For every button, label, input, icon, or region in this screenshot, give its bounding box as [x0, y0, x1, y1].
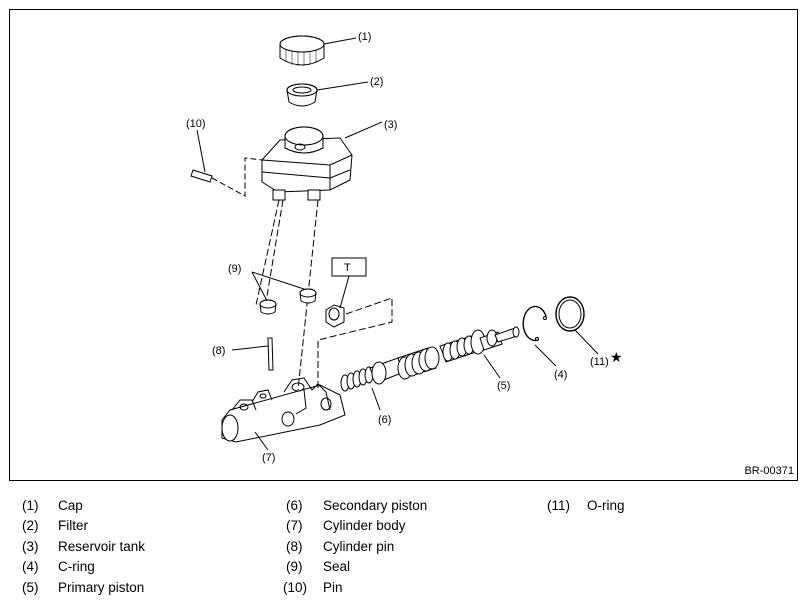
callout-5: (5) [497, 380, 510, 392]
legend-label: Secondary piston [323, 498, 428, 513]
legend-number: (4) [22, 559, 39, 574]
figure-code: BR-00371 [744, 465, 794, 477]
legend-label: Reservoir tank [58, 539, 146, 554]
legend-number: (9) [286, 559, 303, 574]
callout-3: (3) [384, 119, 397, 131]
callout-6: (6) [378, 414, 391, 426]
cap-part [279, 35, 325, 66]
o-ring-part [555, 296, 585, 332]
legend-label: O-ring [587, 498, 625, 513]
legend-label: Cylinder pin [323, 539, 395, 554]
legend-number: (5) [22, 580, 39, 595]
callout-10: (10) [186, 118, 206, 130]
legend-number: (2) [22, 518, 39, 533]
legend-label: C-ring [58, 559, 95, 574]
legend-number: (7) [286, 518, 303, 533]
c-ring-part [522, 305, 547, 342]
callout-8: (8) [212, 345, 225, 357]
legend-number: (8) [286, 539, 303, 554]
diagram-frame [9, 9, 798, 481]
legend-number: (10) [283, 580, 308, 595]
callout-7: (7) [262, 452, 275, 464]
legend-number: (1) [22, 498, 39, 513]
torque-mark: T [344, 262, 351, 274]
secondary-piston-part [340, 346, 440, 392]
torque-nut-part [325, 257, 367, 328]
reservoir-tank-part [261, 126, 353, 201]
callout-4: (4) [554, 369, 567, 381]
legend-label: Cylinder body [323, 518, 406, 533]
seal-parts [259, 288, 317, 315]
legend-label: Cap [58, 498, 83, 513]
legend-label: Seal [323, 559, 351, 574]
callout-11: (11) [590, 356, 609, 368]
callout-2: (2) [370, 76, 383, 88]
master-cylinder-exploded-diagram: (1) (2) (3) (10) (9) T (8) (6) (5) (4) (… [186, 31, 623, 464]
primary-piston-part [439, 326, 520, 363]
legend-number: (6) [286, 498, 303, 513]
cylinder-body-part [221, 377, 346, 443]
legend-label: Filter [58, 518, 88, 533]
callout-9: (9) [228, 263, 241, 275]
star-icon: ★ [610, 349, 623, 365]
callout-1: (1) [358, 31, 371, 43]
cylinder-pin-part [267, 337, 274, 371]
legend-label: Pin [323, 580, 343, 595]
legend-label: Primary piston [58, 580, 145, 595]
pin-part [190, 169, 213, 183]
legend-number: (3) [22, 539, 39, 554]
legend-number: (11) [547, 498, 571, 513]
